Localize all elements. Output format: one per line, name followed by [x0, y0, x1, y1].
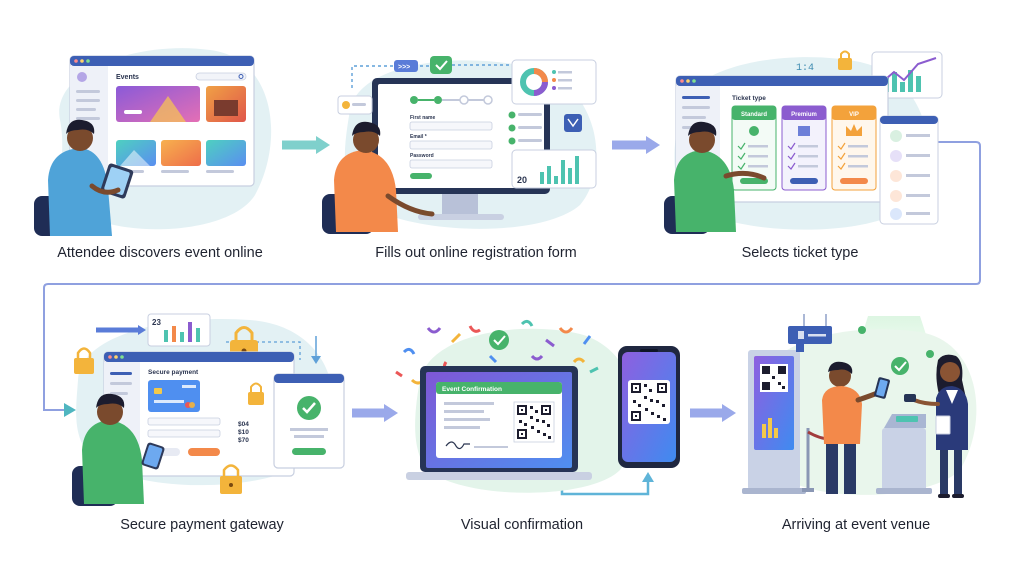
step-caption: Arriving at event venue: [782, 517, 930, 533]
chart-label: 1:4: [796, 63, 814, 74]
step-1-discover: Events Attendee discovers event on: [34, 48, 272, 261]
payer-figure: [72, 393, 165, 506]
ticket-window: Ticket type Standard Premium: [675, 75, 889, 203]
event-card: [161, 140, 201, 166]
step-caption: Selects ticket type: [742, 245, 859, 261]
phone-icon: [618, 346, 680, 468]
kiosk-icon: [742, 350, 806, 494]
ribbon-icon: [749, 126, 759, 136]
lock-icon: [248, 382, 264, 405]
step-caption: Fills out online registration form: [375, 245, 576, 261]
submit-button[interactable]: [410, 173, 432, 179]
search-icon: [238, 74, 244, 79]
lock-icon: [838, 58, 852, 70]
staff-figure: [904, 354, 968, 498]
laptop: Event Confirmation: [406, 366, 592, 480]
screen-title: Events: [116, 74, 139, 81]
ticket-tier-standard[interactable]: Standard: [731, 105, 777, 191]
password-field[interactable]: [409, 159, 493, 169]
check-list: [508, 111, 542, 145]
screen-title: Ticket type: [732, 95, 766, 102]
scanner-icon: [904, 394, 916, 402]
amount-line: $10: [238, 429, 249, 436]
select-button: [740, 178, 768, 184]
turnstile-icon: [876, 414, 932, 494]
amount-line: $04: [238, 421, 249, 428]
crown-icon: [846, 124, 862, 136]
line-chart-card: [871, 51, 943, 99]
step-5-confirmation: Event Confirmation: [395, 319, 680, 533]
check-icon: [858, 326, 866, 334]
qr-code-icon: [631, 383, 667, 421]
signature-line: [445, 441, 470, 450]
ticket-tier-premium[interactable]: Premium: [781, 105, 827, 191]
screen-title: Secure payment: [148, 369, 199, 376]
bar-chart-card: 20: [511, 149, 597, 189]
check-icon: [891, 357, 909, 375]
check-icon: [508, 137, 516, 145]
clipboard-icon: [935, 415, 951, 435]
check-icon: [508, 111, 516, 119]
select-button: [840, 178, 868, 184]
success-card: [273, 373, 345, 469]
shield-badge: [564, 114, 582, 132]
stat-value: 20: [517, 175, 527, 185]
svg-text:>>>: >>>: [398, 64, 410, 71]
step-caption: Attendee discovers event online: [57, 245, 263, 261]
email-field[interactable]: [409, 140, 493, 150]
tier-label: VIP: [849, 112, 859, 118]
amount-line: $70: [238, 437, 249, 444]
step-4-payment: 23 Secure payment: [72, 313, 345, 533]
stat-value: 23: [152, 318, 161, 327]
confetti-icon: [395, 319, 599, 385]
arriving-attendee-figure: [822, 361, 890, 494]
step-3-select-ticket: 1:4 Ticket type Standard: [664, 50, 943, 261]
side-panel: [879, 115, 939, 225]
check-icon: [508, 124, 516, 132]
lock-icon: [220, 464, 242, 494]
screen-title: Event Confirmation: [442, 386, 502, 393]
lock-icon: [74, 347, 94, 374]
building-icon: [798, 126, 810, 136]
tier-label: Premium: [791, 112, 817, 118]
attendee-figure: [34, 119, 134, 236]
qr-code-icon: [513, 401, 555, 443]
first-name-field[interactable]: [409, 121, 493, 131]
check-icon: [926, 350, 934, 358]
monitor: First name Email * Password: [337, 78, 550, 220]
select-button: [790, 178, 818, 184]
search-input: [195, 72, 247, 81]
form-field-label: Password: [410, 153, 434, 159]
form-field-label: Email *: [410, 134, 427, 140]
step-caption: Visual confirmation: [461, 517, 583, 533]
ticket-tier-vip[interactable]: VIP: [831, 105, 877, 191]
pay-button[interactable]: [188, 448, 220, 456]
card-number-field[interactable]: [147, 417, 221, 426]
tier-label: Standard: [741, 112, 767, 118]
flow-line-row-wrap: [43, 141, 981, 411]
lock-icon: [342, 101, 350, 109]
step-caption: Secure payment gateway: [120, 517, 284, 533]
venue-sign: [788, 314, 832, 352]
event-card: [206, 140, 246, 166]
donut-chart-card: [511, 59, 597, 105]
card-expiry-field[interactable]: [147, 429, 221, 438]
bar-chart-card: 23: [147, 313, 211, 347]
form-field-label: First name: [410, 115, 436, 121]
step-6-venue: Arriving at event venue: [742, 314, 977, 533]
check-icon: [430, 56, 452, 74]
selector-figure: [664, 121, 767, 234]
registrant-figure: [322, 121, 435, 234]
step-2-register: >>> First name Email * Password: [322, 56, 597, 261]
check-icon: [489, 330, 509, 350]
